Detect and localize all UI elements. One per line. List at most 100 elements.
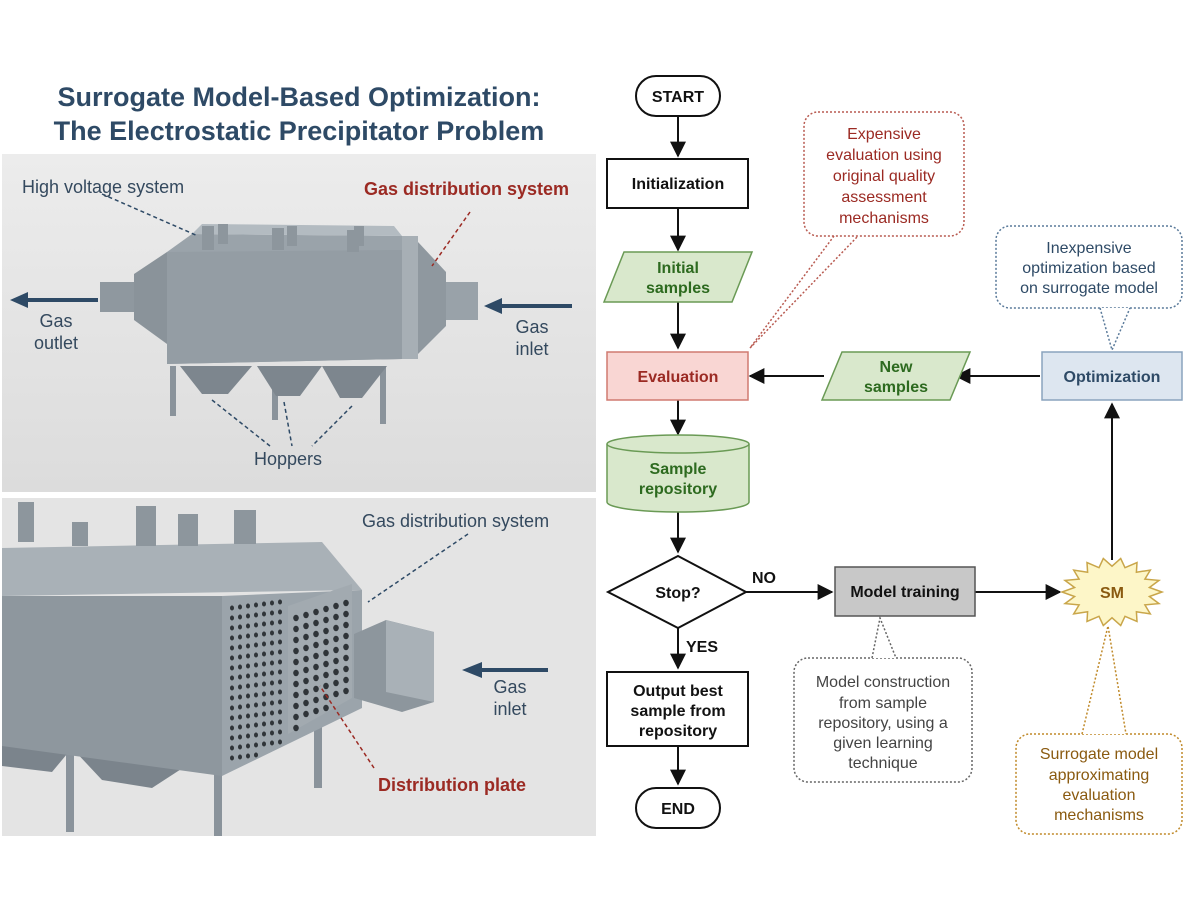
note-evaluation-callout: Expensive evaluation using original qual… [749,111,965,349]
perforation-hole [230,615,234,621]
plate-hole [303,699,309,707]
evaluation-text: Evaluation [638,369,719,386]
plate-hole [343,599,349,607]
perforation-hole [270,730,274,736]
note-evaluation-line-1: Expensive [847,126,921,143]
plate-hole [323,605,329,613]
perforation-hole [254,652,258,658]
perforation-holes [230,599,282,761]
plate-hole [303,611,309,619]
perforation-hole [246,653,250,659]
perforation-hole [230,625,234,631]
perforation-hole [246,713,250,719]
plate-hole [333,657,339,665]
distribution-plate-closeup-image: Gas distribution system Gas inlet Distri… [2,498,596,836]
sm-text: SM [1100,585,1124,602]
plate-hole [323,616,329,624]
perforation-hole [230,735,234,741]
precipitator-overview-image: High voltage system Gas distribution sys… [2,154,596,492]
plate-hole [313,608,319,616]
perforation-hole [278,599,282,605]
note-optimization-callout: Inexpensive optimization based on surrog… [995,225,1183,353]
perforation-hole [238,664,242,670]
perforation-hole [270,700,274,706]
plate-hole [293,680,299,688]
plate-hole [293,658,299,666]
plate-hole [343,665,349,673]
perforation-hole [262,741,266,747]
output-line-2: sample from [630,703,725,720]
plate-hole [293,636,299,644]
note-optimization-line-1: Inexpensive [1046,240,1131,257]
note-training-line-4: given learning [833,735,933,752]
perforation-hole [254,722,258,728]
gas-distribution-label-2: Gas distribution system [362,511,550,531]
perforation-hole [238,694,242,700]
output-node: Output best sample from repository [606,671,749,747]
page-title: Surrogate Model-Based Optimization: The … [0,80,598,148]
plate-hole [343,687,349,695]
plate-hole [293,713,299,721]
note-sm-callout: Surrogate model approximating evaluation… [1015,625,1183,835]
plate-hole [293,691,299,699]
plate-hole [293,625,299,633]
plate-hole [313,707,319,715]
new-samples-line-2: samples [864,379,928,396]
plate-hole [323,693,329,701]
perforation-hole [246,723,250,729]
plate-hole [303,710,309,718]
plate-hole [333,679,339,687]
plate-hole [313,630,319,638]
plate-hole [303,622,309,630]
note-evaluation-line-3: original quality [833,168,935,185]
note-evaluation-line-4: assessment [841,189,927,206]
perforation-hole [254,682,258,688]
plate-hole [293,614,299,622]
perforation-hole [238,634,242,640]
flowchart: START Initialization Initial samples Eva… [602,75,1183,835]
gas-inlet-label-2: Gas inlet [493,677,527,719]
perforation-hole [238,734,242,740]
new-samples-line-1: New [880,359,913,376]
plate-hole [303,655,309,663]
perforation-hole [246,623,250,629]
gas-distribution-label: Gas distribution system [364,179,570,199]
plate-hole [313,619,319,627]
perforation-hole [238,704,242,710]
perforation-hole [238,754,242,760]
plate-hole [313,663,319,671]
output-line-1: Output best [633,683,723,700]
initialization-text: Initialization [632,176,724,193]
perforation-hole [278,619,282,625]
perforation-hole [230,755,234,761]
plate-hole [333,646,339,654]
perforation-hole [230,635,234,641]
sample-repository-line-1: Sample [650,461,707,478]
stop-decision-node: Stop? [605,554,749,630]
perforation-hole [230,715,234,721]
end-node: END [635,787,721,829]
perforation-hole [270,720,274,726]
note-sm-line-4: mechanisms [1054,807,1144,824]
optimization-node: Optimization [1041,351,1183,401]
perforation-hole [238,684,242,690]
perforation-hole [262,691,266,697]
perforation-hole [238,644,242,650]
perforation-hole [262,601,266,607]
plate-hole [333,613,339,621]
perforation-hole [278,739,282,745]
perforation-hole [230,695,234,701]
perforation-hole [254,692,258,698]
plate-hole [343,654,349,662]
perforation-hole [238,744,242,750]
evaluation-node: Evaluation [606,351,749,401]
perforation-hole [238,624,242,630]
perforation-hole [254,712,258,718]
perforation-hole [278,719,282,725]
note-training-line-1: Model construction [816,674,950,691]
plate-hole [333,602,339,610]
perforation-hole [262,701,266,707]
perforation-hole [270,680,274,686]
initial-samples-node: Initial samples [602,251,754,303]
note-sm-line-2: approximating [1049,767,1150,784]
